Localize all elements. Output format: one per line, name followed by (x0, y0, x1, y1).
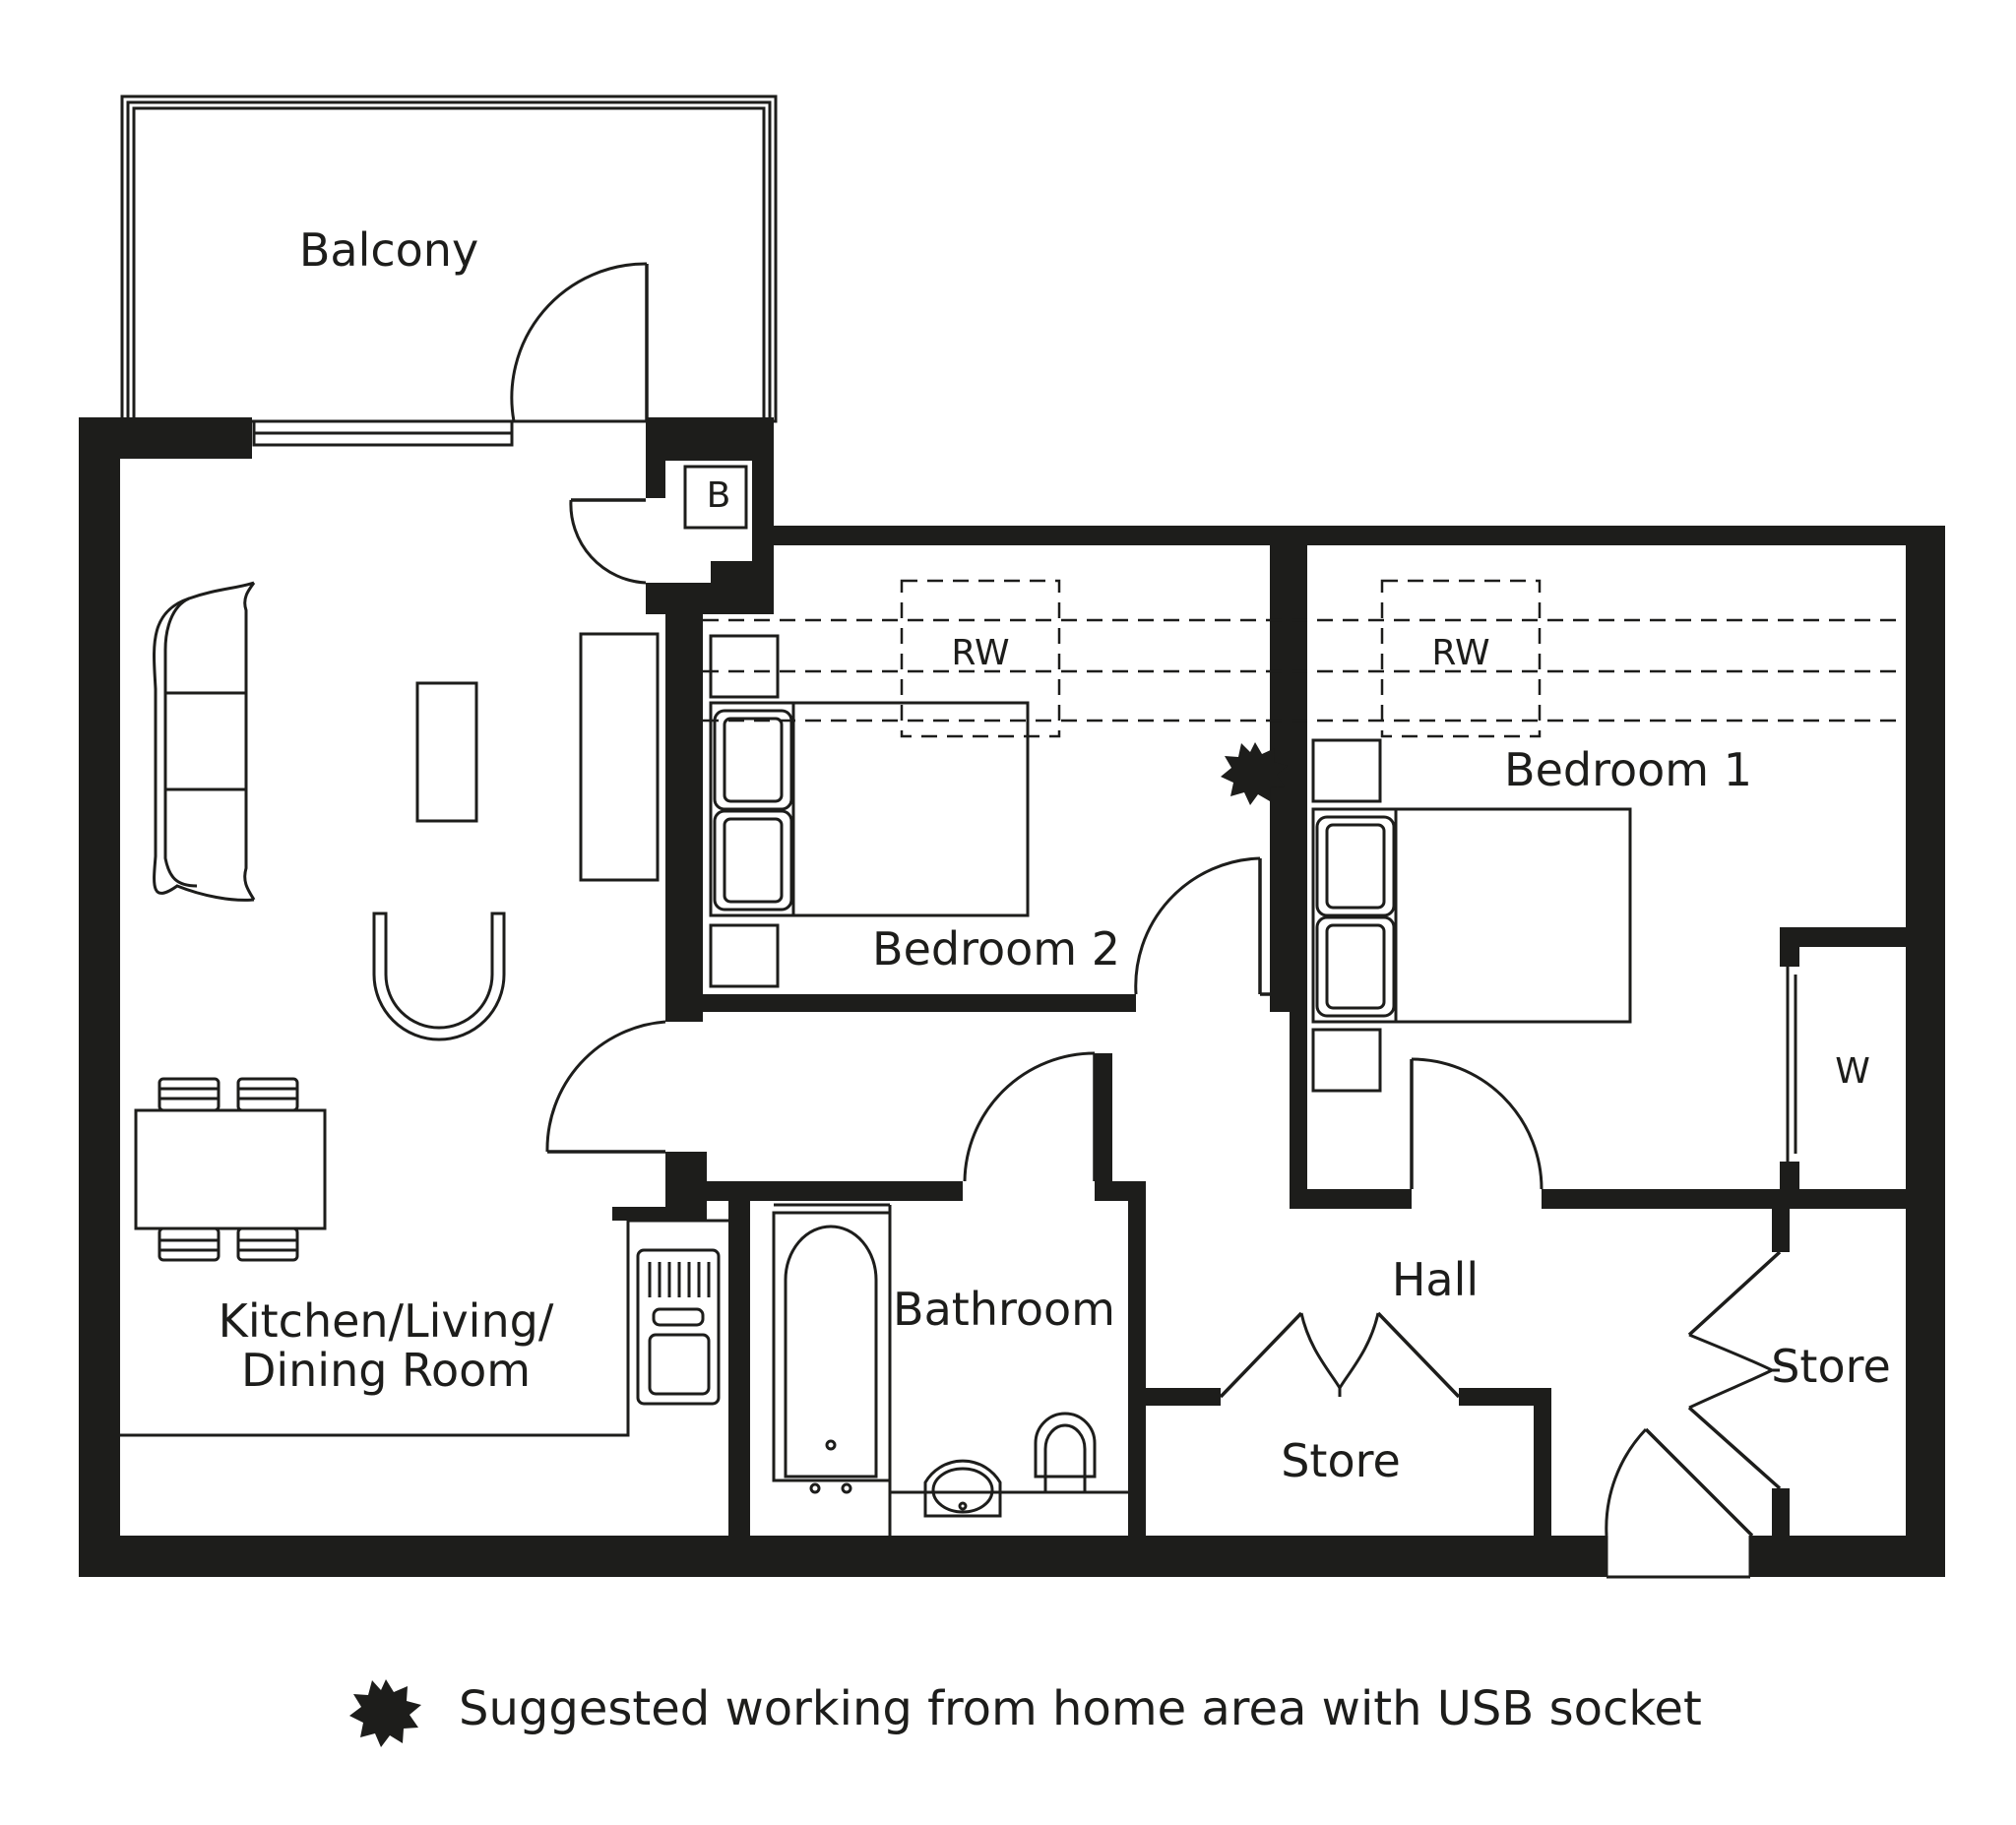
hall-label: Hall (1392, 1253, 1479, 1306)
balcony-label: Balcony (299, 223, 478, 277)
bedroom1-label: Bedroom 1 (1504, 743, 1752, 796)
star-burst-icon (1221, 742, 1288, 805)
bedroom2-label: Bedroom 2 (872, 922, 1120, 975)
furniture (120, 465, 1906, 1536)
kitchen-label-line1: Kitchen/Living/ (219, 1294, 554, 1348)
robe-bedroom2-label: RW (951, 633, 1009, 673)
walls (79, 417, 1945, 1577)
boiler-label: B (707, 475, 731, 516)
store-doors (1219, 1250, 1782, 1538)
balcony-glazing (252, 419, 514, 447)
legend-star-burst-icon (349, 1679, 421, 1747)
robe-bedroom1-label: RW (1431, 633, 1489, 673)
store-hall-label: Store (1281, 1434, 1401, 1487)
legend: Suggested working from home area with US… (349, 1679, 1702, 1747)
kitchen-label-line2: Dining Room (241, 1344, 531, 1397)
entrance (1605, 1536, 1752, 1579)
balcony-door (510, 262, 649, 423)
store-right-label: Store (1771, 1340, 1891, 1393)
wardrobe-label: W (1835, 1051, 1870, 1092)
door-swings (545, 498, 1797, 1190)
legend-text: Suggested working from home area with US… (459, 1681, 1702, 1736)
bathroom-label: Bathroom (893, 1283, 1115, 1336)
